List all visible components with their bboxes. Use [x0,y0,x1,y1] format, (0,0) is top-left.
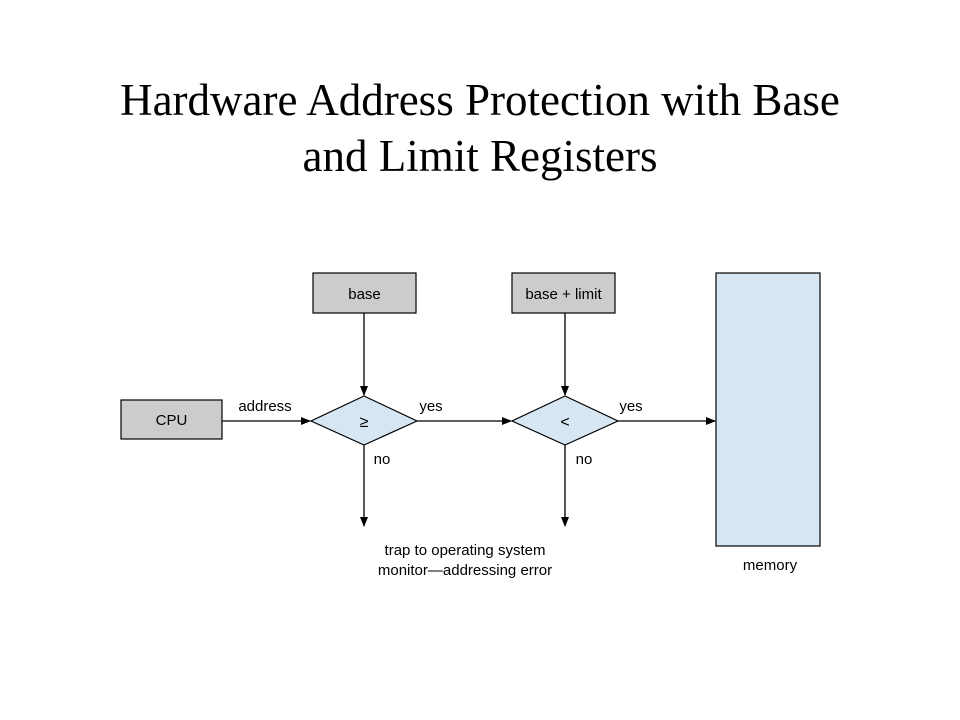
cpu-label: CPU [156,412,188,429]
yes-label-1: yes [419,398,442,415]
memory-label: memory [743,557,798,574]
compare-greater-equal-symbol: ≥ [360,414,369,431]
memory-block [715,272,821,547]
slide-title: Hardware Address Protection with Base an… [0,72,960,184]
no-label-2: no [576,451,593,468]
base-limit-label: base + limit [525,286,602,303]
trap-label-line-1: trap to operating system [385,542,546,559]
base-label: base [348,286,381,303]
no-label-1: no [374,451,391,468]
cpu-box [120,399,223,440]
compare-less-than-symbol: < [560,414,569,431]
address-label: address [238,398,291,415]
title-line-1: Hardware Address Protection with Base [120,75,840,125]
yes-label-2: yes [619,398,642,415]
trap-label-line-2: monitor—addressing error [378,562,552,579]
base-limit-register [511,272,616,314]
title-line-2: and Limit Registers [302,131,658,181]
